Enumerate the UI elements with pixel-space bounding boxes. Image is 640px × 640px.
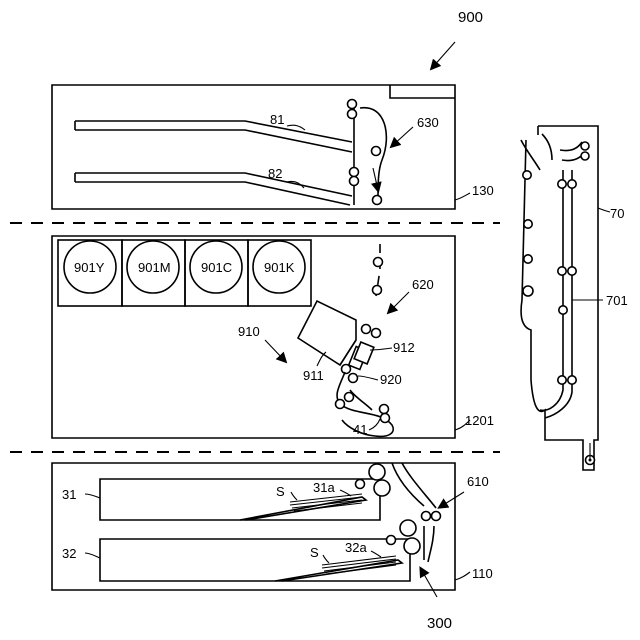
label-32a: 32a xyxy=(345,540,367,555)
label-130: 130 xyxy=(472,183,494,198)
unit-130 xyxy=(52,85,470,209)
label-82: 82 xyxy=(268,166,282,181)
label-912: 912 xyxy=(393,340,415,355)
label-S1: S xyxy=(276,484,285,499)
label-81: 81 xyxy=(270,112,284,127)
label-110: 110 xyxy=(472,566,493,581)
label-630: 630 xyxy=(417,115,439,130)
label-41: 41 xyxy=(353,422,367,437)
unit-1201 xyxy=(52,236,470,438)
label-920: 920 xyxy=(380,372,402,387)
label-901C: 901C xyxy=(201,260,232,275)
label-31a: 31a xyxy=(313,480,335,495)
label-901M: 901M xyxy=(138,260,171,275)
label-701: 701 xyxy=(606,293,628,308)
label-901Y: 901Y xyxy=(74,260,105,275)
label-32: 32 xyxy=(62,546,76,561)
label-620: 620 xyxy=(412,277,434,292)
label-911: 911 xyxy=(303,368,324,383)
label-70: 70 xyxy=(610,206,624,221)
unit-70 xyxy=(521,126,610,470)
label-901K: 901K xyxy=(264,260,295,275)
label-1201: 1201 xyxy=(465,413,494,428)
label-900: 900 xyxy=(458,9,483,26)
label-S2: S xyxy=(310,545,319,560)
label-910: 910 xyxy=(238,324,260,339)
label-300: 300 xyxy=(427,615,452,632)
label-31: 31 xyxy=(62,487,76,502)
label-610: 610 xyxy=(467,474,489,489)
unit-110 xyxy=(52,463,470,597)
arrow-900 xyxy=(432,42,455,68)
